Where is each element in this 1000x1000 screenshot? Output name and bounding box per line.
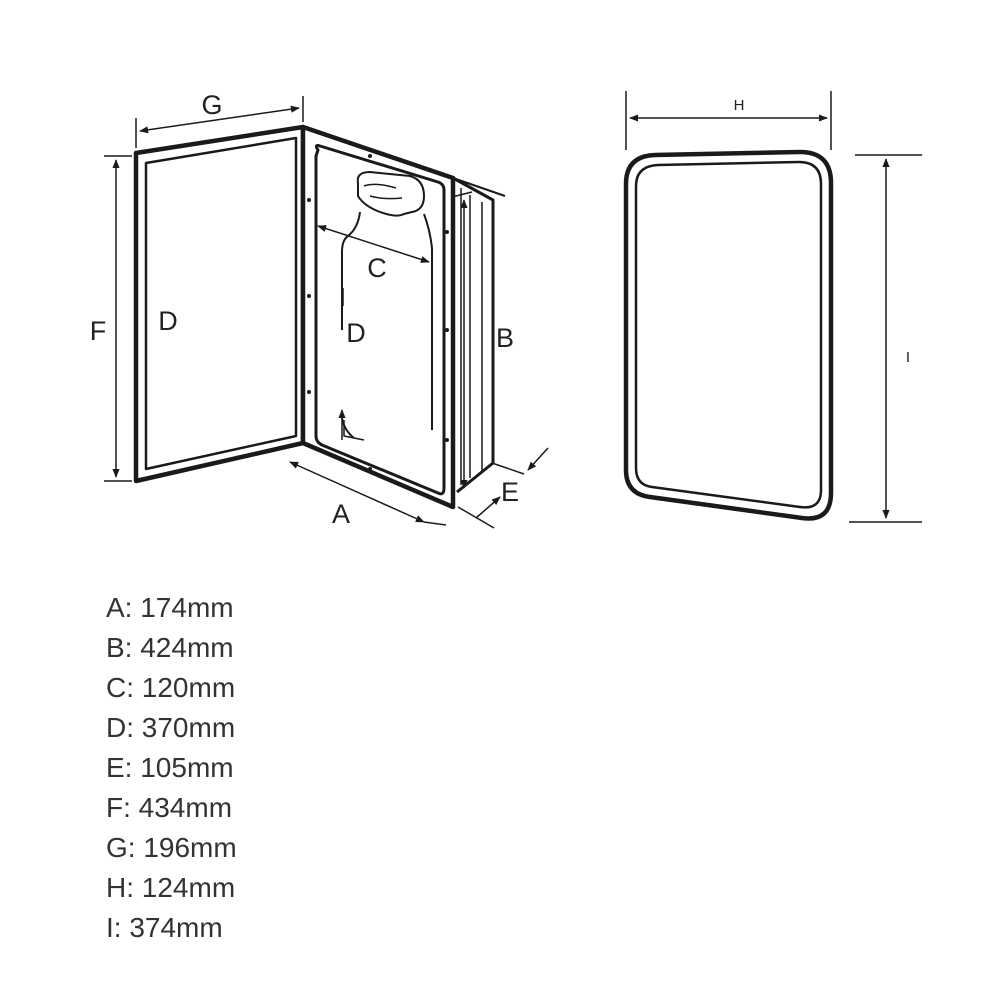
open-door bbox=[133, 124, 306, 484]
spec-a: A: 174mm bbox=[106, 592, 234, 623]
spec-c: C: 120mm bbox=[106, 672, 236, 703]
label-e: E bbox=[501, 477, 519, 507]
spec-e: E: 105mm bbox=[106, 752, 234, 783]
label-d-inner: D bbox=[346, 318, 366, 348]
spec-d: D: 370mm bbox=[106, 712, 236, 743]
label-c: C bbox=[367, 253, 387, 283]
cabinet-drawing bbox=[104, 96, 549, 529]
label-i: I bbox=[906, 349, 910, 366]
spec-h: H: 124mm bbox=[106, 872, 236, 903]
label-d-door: D bbox=[158, 306, 178, 336]
label-g: G bbox=[201, 90, 222, 120]
label-h: H bbox=[734, 97, 745, 114]
label-f: F bbox=[90, 316, 107, 346]
spec-b: B: 424mm bbox=[106, 632, 234, 663]
fire-extinguisher-icon bbox=[341, 171, 433, 441]
label-b: B bbox=[496, 323, 514, 353]
spec-g: G: 196mm bbox=[106, 832, 237, 863]
dimension-spec-list: A: 174mm B: 424mm C: 120mm D: 370mm E: 1… bbox=[106, 588, 526, 948]
spec-i: I: 374mm bbox=[106, 912, 223, 943]
cover-panel-drawing bbox=[623, 91, 922, 523]
spec-f: F: 434mm bbox=[106, 792, 233, 823]
label-a: A bbox=[332, 499, 350, 529]
